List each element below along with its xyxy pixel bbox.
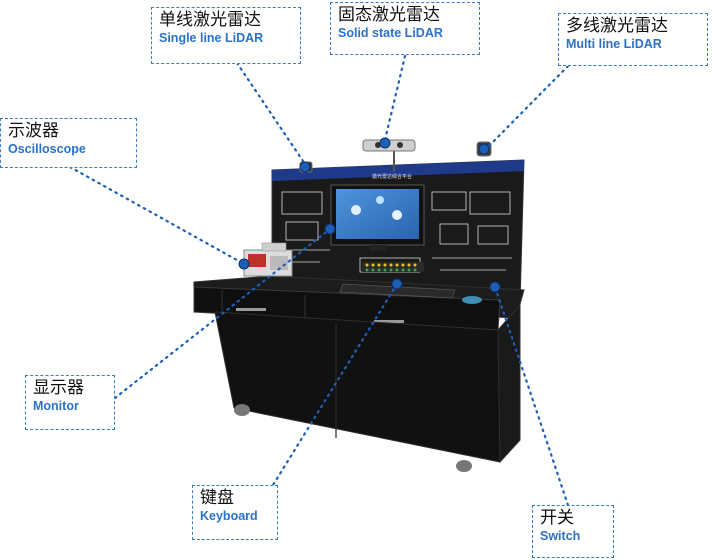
marker-single-line-lidar [299, 161, 311, 173]
label-switch-cn: 开关 [540, 508, 574, 528]
label-single-line-lidar-cn: 单线激光雷达 [159, 10, 261, 30]
label-multi-line-lidar-cn: 多线激光雷达 [566, 16, 668, 36]
leader-monitor [113, 227, 332, 400]
label-monitor-cn: 显示器 [33, 378, 84, 398]
label-keyboard: 键盘 Keyboard [192, 485, 278, 540]
leader-switch [493, 285, 570, 507]
label-monitor: 显示器 Monitor [25, 375, 115, 430]
label-solid-state-lidar-cn: 固态激光雷达 [338, 5, 440, 25]
label-solid-state-lidar-en: Solid state LiDAR [338, 25, 443, 40]
label-oscilloscope-cn: 示波器 [8, 121, 59, 141]
leader-multi-line-lidar [483, 64, 570, 152]
label-oscilloscope: 示波器 Oscilloscope [0, 118, 137, 168]
label-oscilloscope-en: Oscilloscope [8, 141, 86, 156]
marker-switch [489, 281, 501, 293]
leader-solid-state-lidar [383, 54, 407, 142]
monitor [330, 184, 425, 251]
marker-oscilloscope [238, 258, 250, 270]
label-keyboard-cn: 键盘 [200, 488, 234, 508]
label-multi-line-lidar: 多线激光雷达 Multi line LiDAR [558, 13, 708, 66]
label-multi-line-lidar-en: Multi line LiDAR [566, 36, 662, 51]
keyboard [339, 283, 482, 304]
label-keyboard-en: Keyboard [200, 508, 258, 523]
leader-oscilloscope [68, 165, 246, 266]
leader-lines [68, 54, 570, 507]
marker-solid-state-lidar [379, 137, 391, 149]
leader-keyboard [268, 282, 399, 492]
label-single-line-lidar-en: Single line LiDAR [159, 30, 264, 45]
cabinet: 激光雷达综合平台 [193, 139, 525, 472]
label-switch: 开关 Switch [532, 505, 614, 558]
leader-single-line-lidar [235, 61, 307, 166]
label-solid-state-lidar: 固态激光雷达 Solid state LiDAR [330, 2, 480, 55]
terminal-strip [362, 262, 424, 272]
circuit-panel [281, 191, 512, 273]
marker-monitor [324, 223, 336, 235]
label-monitor-en: Monitor [33, 398, 79, 413]
marker-multi-line-lidar [478, 143, 490, 155]
marker-keyboard [391, 278, 403, 290]
label-single-line-lidar: 单线激光雷达 Single line LiDAR [151, 7, 301, 64]
oscilloscope [243, 242, 293, 277]
label-switch-en: Switch [540, 528, 581, 543]
panel-title: 激光雷达综合平台 [372, 173, 412, 180]
marker-dots [238, 137, 501, 293]
